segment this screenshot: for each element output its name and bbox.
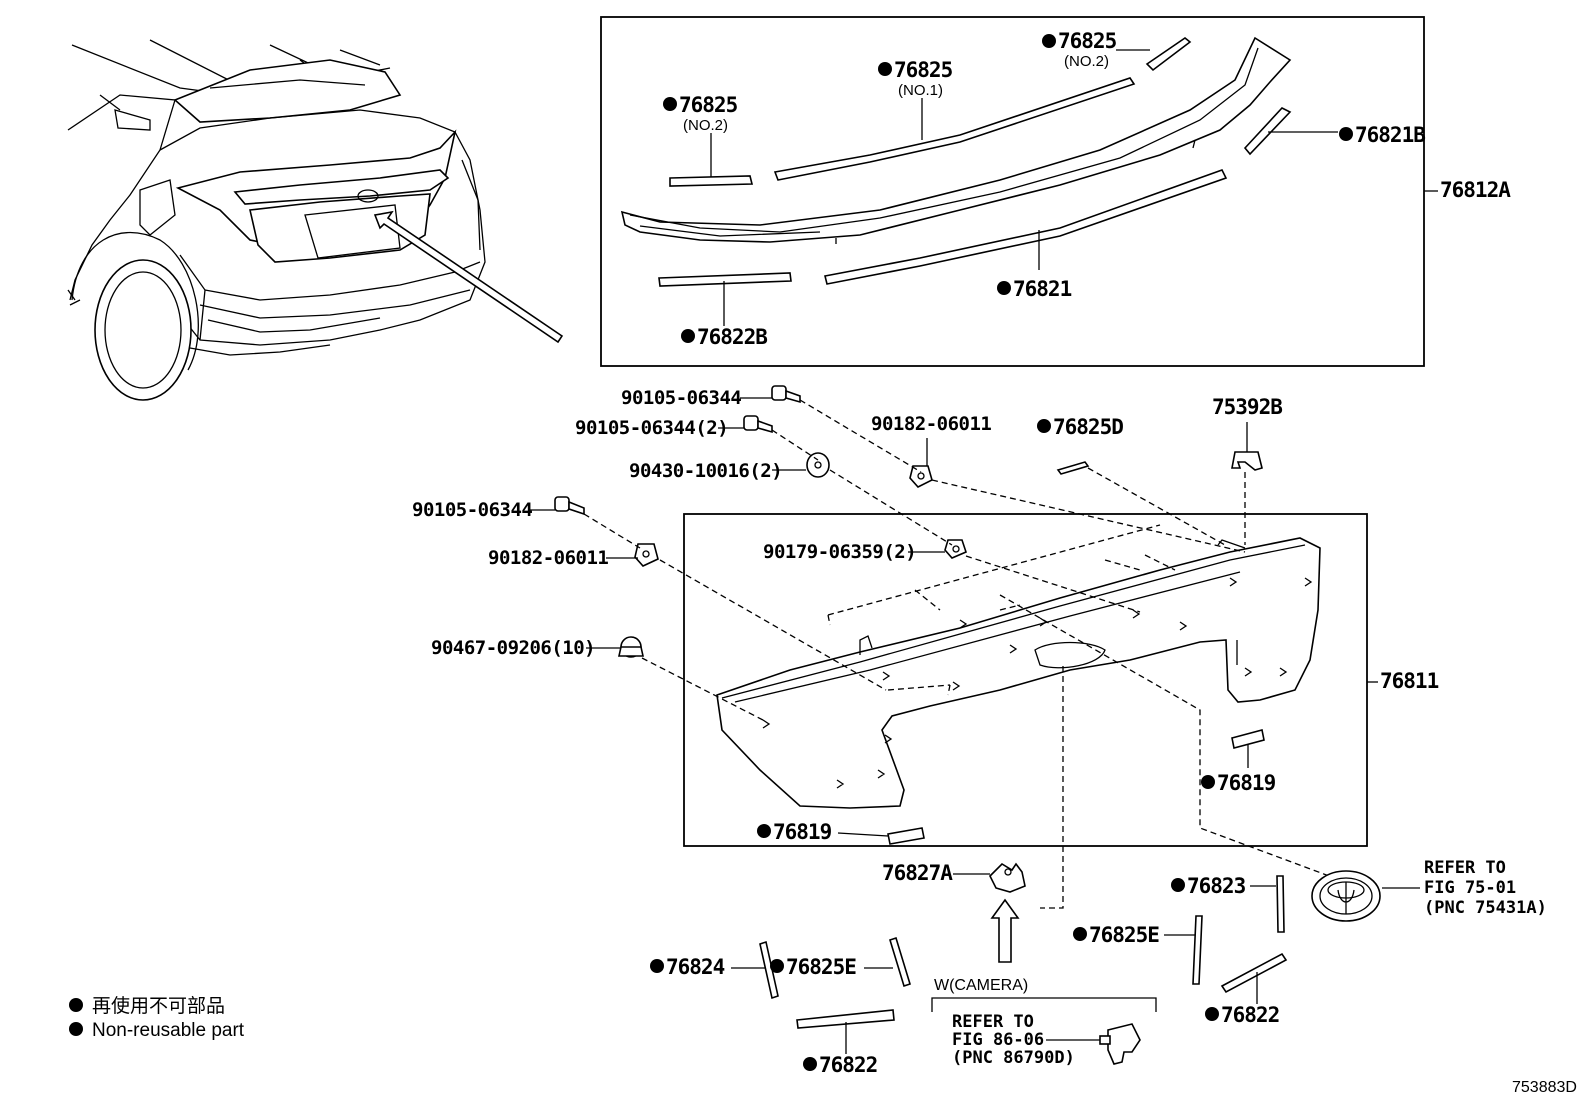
label-76825E-right: 76825E (1089, 923, 1159, 947)
label-76823: 76823 (1187, 874, 1246, 898)
molding-76825-no2-top (1145, 37, 1192, 72)
bolt-90105-06344-a (771, 385, 801, 404)
label-76825-no1: 76825 (894, 58, 953, 82)
molding-76821B (1243, 107, 1292, 156)
diagram-id: 753883D (1512, 1079, 1577, 1096)
label-76822-right: 76822 (1221, 1003, 1279, 1027)
label-90430-10016: 90430-10016(2) (629, 460, 782, 482)
camera-ref-line2: FIG 86-06 (952, 1030, 1044, 1050)
legend-line-japanese: 再使用不可部品 (92, 995, 225, 1017)
label-90105-06344-b: 90105-06344(2) (575, 417, 728, 439)
bottom-parts: 76827A W(CAMERA) REFER TO FIG 86-06 (PNC… (650, 858, 1547, 1077)
emblem-ref-line1: REFER TO (1424, 858, 1506, 878)
spoiler-76812A (620, 36, 1292, 244)
label-76821: 76821 (1013, 277, 1072, 301)
molding-76825-no1 (773, 77, 1136, 181)
molding-76825-no2-left (669, 175, 754, 187)
pad-76819-right (1231, 729, 1265, 749)
label-76819-right: 76819 (1217, 771, 1276, 795)
label-76825-no2-top-sub: (NO.2) (1064, 53, 1109, 70)
bolt-90105-06344-c (554, 496, 585, 516)
dashed-leaders (583, 399, 1341, 909)
legend-line-english: Non-reusable part (92, 1020, 245, 1041)
toyota-emblem (1311, 870, 1381, 922)
bolt-90105-06344-b (743, 415, 773, 434)
label-76825-no1-sub: (NO.1) (898, 82, 943, 99)
label-75392B: 75392B (1212, 395, 1282, 419)
label-90179-06359: 90179-06359(2) (763, 541, 916, 563)
label-76812A: 76812A (1440, 178, 1511, 202)
label-90182-06011-b: 90182-06011 (488, 547, 608, 569)
fasteners (554, 385, 1265, 845)
molding-76821 (824, 169, 1228, 285)
label-90105-06344-a: 90105-06344 (621, 387, 741, 409)
emblem-ref-line2: FIG 75-01 (1424, 878, 1516, 898)
up-arrow (990, 898, 1020, 963)
washer-90430-10016 (806, 452, 830, 478)
label-90182-06011-a: 90182-06011 (871, 413, 991, 435)
bracket-76827A (989, 862, 1026, 893)
garnish-group-box (683, 513, 1368, 847)
label-76822-bottom: 76822 (819, 1053, 877, 1077)
molding-76822B (658, 272, 792, 287)
upper-labels: 76825 (NO.2) 76825 (NO.1) 76825 (NO.2) 7… (663, 29, 1512, 349)
label-76811: 76811 (1380, 669, 1439, 693)
camera-ref-title: W(CAMERA) (934, 977, 1028, 994)
label-76825-no2-left: 76825 (679, 93, 738, 117)
pad-76819-left (887, 827, 925, 845)
label-76825-no2-left-sub: (NO.2) (683, 117, 728, 134)
label-76821B: 76821B (1355, 123, 1425, 147)
bracket-75392B (1231, 451, 1263, 471)
nut-90182-06011-a (909, 465, 933, 488)
nut-90179-06359 (944, 539, 967, 559)
label-76822B: 76822B (697, 325, 767, 349)
garnish-76811 (716, 524, 1321, 809)
nut-90182-06011-b (634, 543, 659, 567)
label-90105-06344-c: 90105-06344 (412, 499, 532, 521)
label-76825E-left: 76825E (786, 955, 856, 979)
legend: 再使用不可部品 Non-reusable part (69, 995, 245, 1041)
label-76825-no2-top: 76825 (1058, 29, 1117, 53)
label-76825D: 76825D (1053, 415, 1123, 439)
camera-icon (1099, 1023, 1141, 1065)
vehicle-rear-illustration (67, 39, 564, 401)
emblem-ref-line3: (PNC 75431A) (1424, 898, 1547, 918)
pad-76825D (1056, 461, 1090, 475)
clip-90467-09206 (618, 636, 644, 658)
camera-ref-line1: REFER TO (952, 1012, 1034, 1032)
label-76824: 76824 (666, 955, 725, 979)
label-90467-09206: 90467-09206(10) (431, 637, 595, 659)
fastener-labels: 90105-06344 90105-06344(2) 90430-10016(2… (412, 387, 1440, 844)
label-76827A: 76827A (882, 861, 953, 885)
label-76819-left: 76819 (773, 820, 832, 844)
camera-ref-line3: (PNC 86790D) (952, 1048, 1075, 1068)
